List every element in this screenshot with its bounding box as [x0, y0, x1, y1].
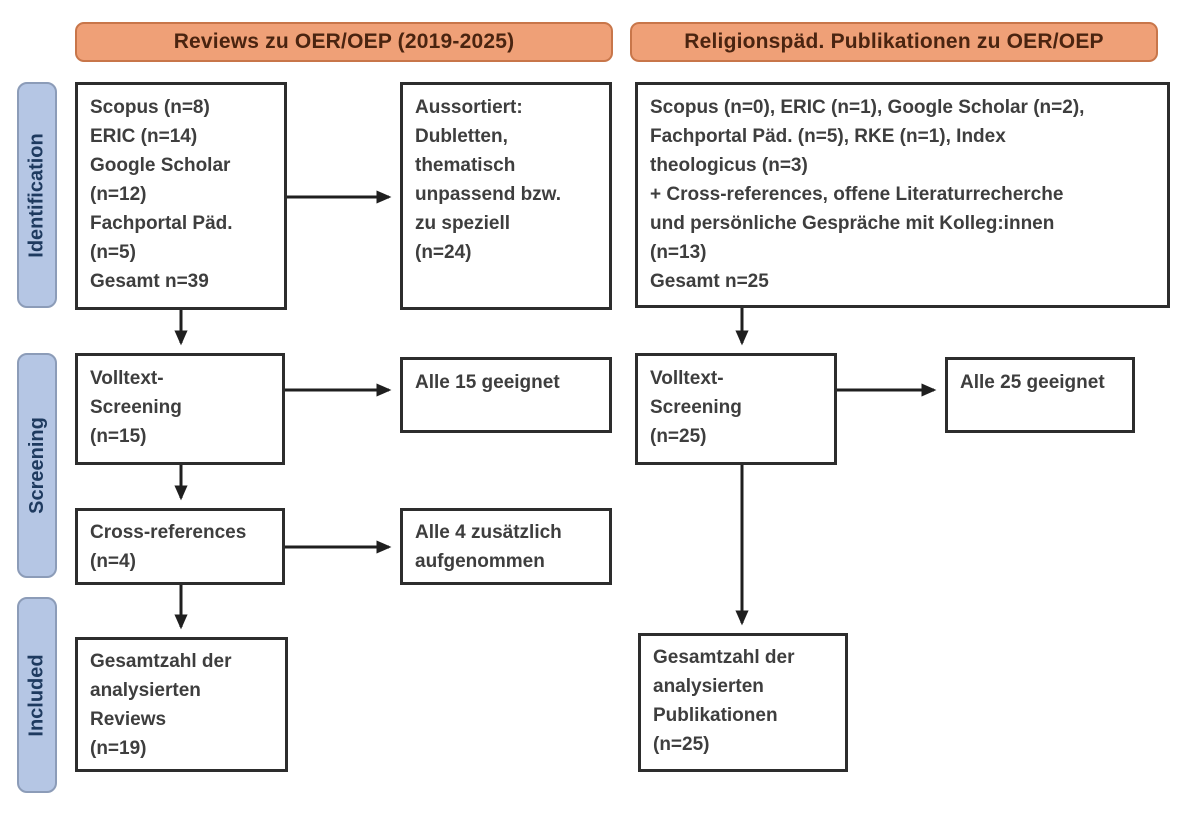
stage-label-included: Included	[17, 597, 57, 793]
column-header-reviews: Reviews zu OER/OEP (2019-2025)	[75, 22, 613, 62]
stage-label-identification: Identification	[17, 82, 57, 308]
right-eligible-box: Alle 25 geeignet	[945, 357, 1135, 433]
stage-label-screening-text: Screening	[25, 417, 48, 514]
right-fulltext-screening-box: Volltext- Screening (n=25)	[635, 353, 837, 465]
left-eligible-box: Alle 15 geeignet	[400, 357, 612, 433]
stage-label-screening: Screening	[17, 353, 57, 578]
left-included-total-box: Gesamtzahl der analysierten Reviews (n=1…	[75, 637, 288, 772]
left-excluded-box: Aussortiert: Dubletten, thematisch unpas…	[400, 82, 612, 310]
left-crossreferences-box: Cross-references (n=4)	[75, 508, 285, 585]
left-identification-sources-box: Scopus (n=8) ERIC (n=14) Google Scholar …	[75, 82, 287, 310]
column-header-religionspaed: Religionspäd. Publikationen zu OER/OEP	[630, 22, 1158, 62]
stage-label-identification-text: Identification	[25, 132, 48, 258]
left-added-box: Alle 4 zusätzlich aufgenommen	[400, 508, 612, 585]
right-included-total-box: Gesamtzahl der analysierten Publikatione…	[638, 633, 848, 772]
right-identification-sources-box: Scopus (n=0), ERIC (n=1), Google Scholar…	[635, 82, 1170, 308]
stage-label-included-text: Included	[25, 653, 48, 737]
left-fulltext-screening-box: Volltext- Screening (n=15)	[75, 353, 285, 465]
